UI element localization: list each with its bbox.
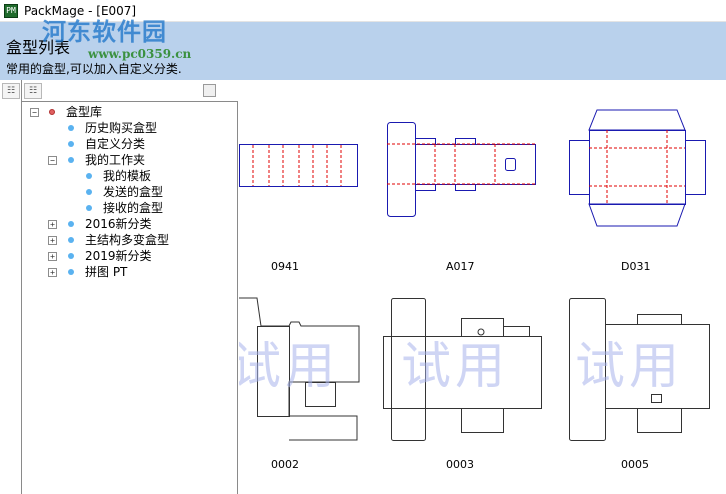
node-dot-icon xyxy=(86,173,92,179)
tree-node-label: 我的工作夹 xyxy=(85,153,146,167)
tree-node[interactable]: 自定义分类 xyxy=(26,136,236,152)
expand-icon[interactable]: + xyxy=(48,252,57,261)
node-dot-icon xyxy=(68,141,74,147)
box-thumbnail-0941[interactable] xyxy=(239,140,399,192)
page-subtitle: 常用的盒型,可以加入自定义分类. xyxy=(6,62,182,76)
tree-node[interactable]: + 2016新分类 xyxy=(26,216,236,232)
site-watermark-url: www.pc0359.cn xyxy=(88,47,192,61)
title-bar: PM PackMage - [E007] xyxy=(0,0,726,22)
box-caption: 0003 xyxy=(446,458,474,471)
node-dot-icon xyxy=(68,157,74,163)
tree-node[interactable]: + 2019新分类 xyxy=(26,248,236,264)
dieline-0941-icon xyxy=(239,144,358,187)
tree-node[interactable]: 我的模板 xyxy=(26,168,236,184)
tree-node-label: 主结构多变盒型 xyxy=(85,233,170,247)
node-dot-icon xyxy=(68,221,74,227)
dieline-0002-icon xyxy=(239,297,360,441)
tree-node-root[interactable]: − 盒型库 xyxy=(26,104,236,120)
tree-node[interactable]: − 我的工作夹 xyxy=(26,152,236,168)
box-thumbnail-0005[interactable]: 试用 xyxy=(567,296,726,444)
tree-node-label: 历史购买盒型 xyxy=(85,121,158,135)
dieline-A017-icon xyxy=(387,122,536,217)
dieline-0003-icon xyxy=(383,298,542,441)
side-toolbar: ☷ xyxy=(0,80,22,494)
page-title: 盒型列表 xyxy=(6,38,71,57)
tree-node-label: 2016新分类 xyxy=(85,217,152,231)
collapse-icon[interactable]: − xyxy=(48,156,57,165)
tree-node-label: 自定义分类 xyxy=(85,137,146,151)
trial-watermark: 试用 xyxy=(575,337,683,395)
node-dot-icon xyxy=(68,125,74,131)
collapse-icon[interactable]: − xyxy=(30,108,39,117)
tree-node-label: 发送的盒型 xyxy=(103,185,164,199)
tree-node[interactable]: + 拼图 PT xyxy=(26,264,236,280)
app-icon: PM xyxy=(4,3,18,18)
node-dot-icon xyxy=(68,269,74,275)
box-caption: 0941 xyxy=(271,260,299,273)
folder-dot-icon xyxy=(49,109,55,115)
tree-node-label: 2019新分类 xyxy=(85,249,152,263)
dieline-0005-icon xyxy=(569,298,710,441)
tree-node-label: 我的模板 xyxy=(103,169,152,183)
box-gallery: 0941 A017 xyxy=(239,80,726,494)
left-panel: ☷ ☷ − 盒型库 历史购买盒型 自定义分类 − 我的工作夹 我的模板 xyxy=(0,80,238,494)
box-thumbnail-0002[interactable]: 试用 xyxy=(239,296,399,444)
expand-icon[interactable]: + xyxy=(48,236,57,245)
trial-watermark: 试用 xyxy=(239,337,339,395)
node-dot-icon xyxy=(86,205,92,211)
tree-view-icon[interactable]: ☷ xyxy=(2,83,20,99)
box-thumbnail-A017[interactable] xyxy=(385,120,545,220)
outline-icon[interactable]: ☷ xyxy=(24,83,42,99)
tree-node[interactable]: 接收的盒型 xyxy=(26,200,236,216)
expand-icon[interactable]: + xyxy=(48,268,57,277)
panel-close-icon[interactable] xyxy=(203,84,216,97)
box-caption: A017 xyxy=(446,260,475,273)
window-title: PackMage - [E007] xyxy=(24,3,137,18)
box-thumbnail-0003[interactable]: 试用 xyxy=(381,296,542,444)
tree-node-label: 盒型库 xyxy=(66,105,103,119)
tree-node[interactable]: 历史购买盒型 xyxy=(26,120,236,136)
site-watermark: 河东软件园 xyxy=(42,17,167,46)
node-dot-icon xyxy=(68,237,74,243)
box-caption: 0005 xyxy=(621,458,649,471)
box-thumbnail-D031[interactable] xyxy=(567,108,726,228)
node-dot-icon xyxy=(68,253,74,259)
header-panel: 盒型列表 常用的盒型,可以加入自定义分类. xyxy=(0,22,726,80)
box-caption: D031 xyxy=(621,260,651,273)
category-tree: − 盒型库 历史购买盒型 自定义分类 − 我的工作夹 我的模板 发送的盒型 接收… xyxy=(26,102,236,280)
node-dot-icon xyxy=(86,189,92,195)
expand-icon[interactable]: + xyxy=(48,220,57,229)
dieline-D031-icon xyxy=(569,109,706,227)
trial-watermark: 试用 xyxy=(401,337,509,395)
tree-node-label: 拼图 PT xyxy=(85,265,128,279)
tree-toolbar: ☷ xyxy=(22,80,238,102)
box-caption: 0002 xyxy=(271,458,299,471)
tree-node[interactable]: 发送的盒型 xyxy=(26,184,236,200)
tree-node[interactable]: + 主结构多变盒型 xyxy=(26,232,236,248)
tree-node-label: 接收的盒型 xyxy=(103,201,164,215)
